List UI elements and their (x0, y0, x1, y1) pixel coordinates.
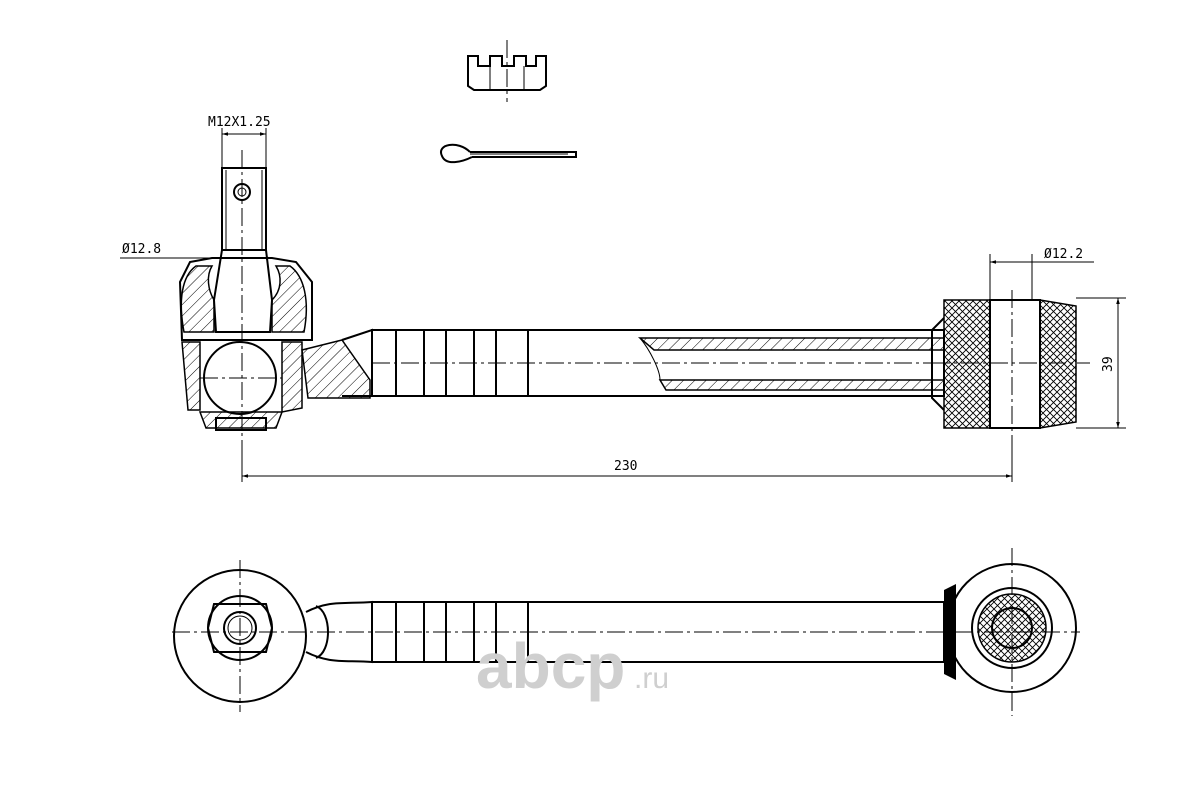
watermark: abcp .ru (476, 630, 669, 702)
bushing-height-label: 39 (1101, 356, 1116, 372)
thread-label: M12X1.25 (208, 115, 271, 130)
bushing-bore-label: Ø12.2 (1044, 247, 1083, 262)
overall-length-label: 230 (614, 459, 637, 474)
cotter-pin-icon (440, 143, 577, 164)
ball-pin-diameter-label: Ø12.8 (122, 242, 161, 257)
dimension-thread: M12X1.25 (208, 115, 271, 168)
bushing-side-view (931, 290, 1090, 440)
watermark-brand: abcp (476, 630, 625, 702)
dimension-overall-length: 230 (241, 440, 1013, 482)
rod-side-view (371, 329, 950, 397)
castle-nut-icon (467, 40, 547, 102)
dimension-ball-pin: Ø12.8 (120, 242, 272, 260)
watermark-suffix: .ru (634, 662, 669, 695)
dimension-bushing-bore: Ø12.2 (989, 247, 1094, 300)
ball-joint-side-view (178, 150, 373, 440)
dimension-bushing-height: 39 (1076, 297, 1126, 429)
top-view (172, 548, 1080, 716)
